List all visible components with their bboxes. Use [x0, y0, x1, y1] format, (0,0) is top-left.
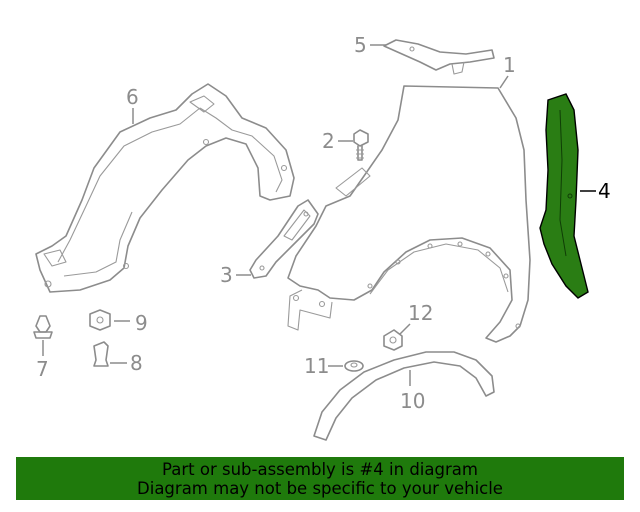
banner-line-2: Diagram may not be specific to your vehi… [137, 478, 503, 498]
callout-9: 9 [135, 311, 148, 335]
leader-12 [399, 323, 411, 335]
callout-6: 6 [126, 85, 139, 109]
callout-7: 7 [36, 357, 49, 381]
part-10-molding[interactable] [313, 351, 495, 441]
leader-1 [499, 75, 509, 89]
part-info-banner: Part or sub-assembly is #4 in diagram Di… [16, 457, 624, 500]
callout-3: 3 [220, 263, 233, 287]
part-7-clip[interactable] [33, 315, 53, 339]
banner-line-1: Part or sub-assembly is #4 in diagram [162, 459, 478, 479]
part-8-rivet[interactable] [93, 341, 109, 367]
callout-12: 12 [408, 301, 433, 325]
part-4-seal[interactable] [539, 93, 589, 299]
callout-1: 1 [503, 53, 516, 77]
part-6-fender-liner[interactable] [35, 83, 295, 293]
callout-5: 5 [354, 33, 367, 57]
callout-10: 10 [400, 389, 425, 413]
callout-2: 2 [322, 129, 335, 153]
part-1-fender[interactable] [287, 85, 531, 343]
callout-11: 11 [304, 354, 329, 378]
parts-diagram: 6 5 1 2 3 [33, 33, 611, 441]
part-9-clip[interactable] [89, 309, 111, 331]
part-5-bracket[interactable] [383, 39, 495, 75]
part-3-bracket[interactable] [249, 199, 319, 279]
part-2-bolt[interactable] [353, 129, 369, 161]
part-12-screw[interactable] [383, 329, 403, 351]
callout-8: 8 [130, 351, 143, 375]
callout-4: 4 [598, 179, 611, 203]
part-11-grommet[interactable] [344, 360, 364, 372]
